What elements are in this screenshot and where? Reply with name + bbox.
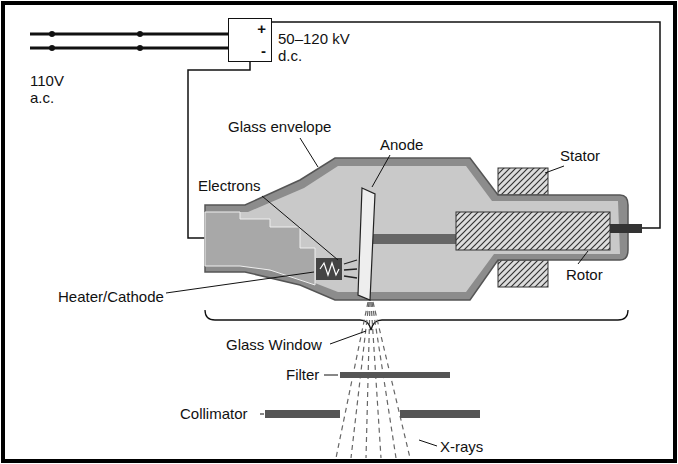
- part-label: Electrons: [198, 177, 261, 194]
- terminal-sign: +: [257, 20, 266, 38]
- x-ray-beams: [336, 302, 410, 458]
- filter-plate: [340, 372, 450, 378]
- part-label: Glass envelope: [228, 118, 331, 135]
- leader-lines: [166, 138, 588, 446]
- part-label: Glass Window: [226, 336, 322, 353]
- cathode-cup: [316, 258, 342, 280]
- electron-beam: [344, 260, 357, 278]
- rotor: [456, 212, 610, 250]
- power-supply-box: +-: [228, 18, 272, 62]
- part-label: Collimator: [180, 405, 248, 422]
- stator-block: [498, 168, 548, 195]
- filament: [320, 263, 339, 275]
- part-label: Rotor: [566, 266, 603, 283]
- part-label: Heater/Cathode: [58, 288, 164, 305]
- window-brace: [205, 310, 628, 330]
- collimator-plate: [400, 410, 480, 418]
- part-label: X-rays: [440, 438, 483, 455]
- rotor-shaft: [610, 224, 642, 233]
- part-label: Filter: [286, 366, 319, 383]
- wire-dots: [49, 31, 143, 51]
- supply-label: 110V a.c.: [30, 72, 76, 106]
- collimator-plate: [265, 410, 340, 418]
- frame: [3, 3, 675, 461]
- stator-block: [498, 260, 548, 287]
- anode-stem: [372, 234, 456, 244]
- ac-input-wires: [30, 34, 228, 48]
- voltage-label: 50–120 kV d.c.: [278, 30, 360, 64]
- anode-disc: [358, 188, 375, 300]
- part-label: Stator: [560, 147, 600, 164]
- terminal-sign: -: [261, 42, 266, 60]
- part-label: Anode: [380, 136, 423, 153]
